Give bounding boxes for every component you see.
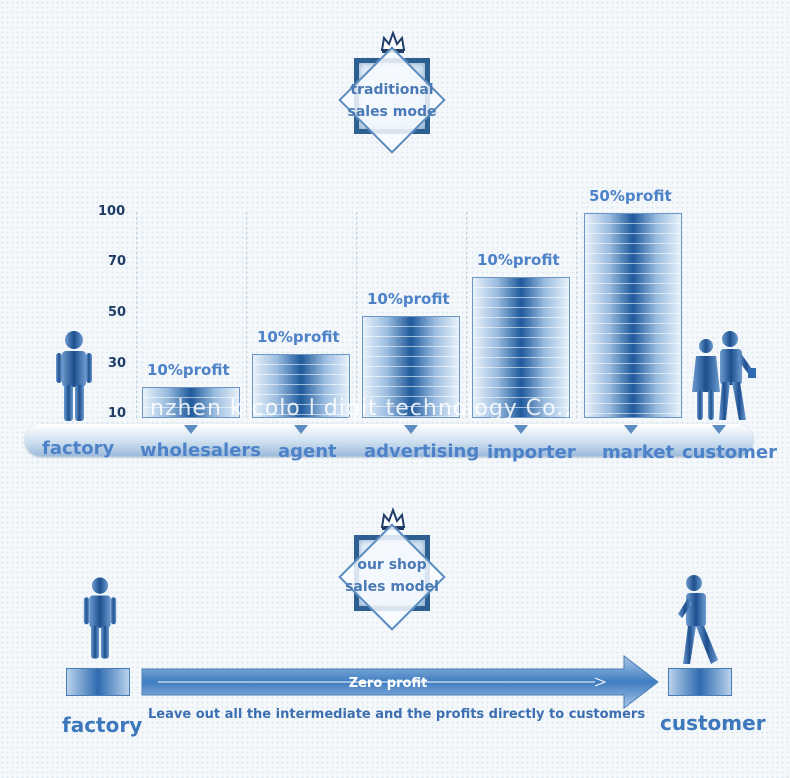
y-tick-50: 50 <box>108 305 127 320</box>
strip-notch <box>624 425 638 434</box>
grid-line <box>576 212 577 418</box>
strip-notch <box>184 425 198 434</box>
profit-bar <box>584 213 682 418</box>
couple-icon <box>692 331 756 420</box>
bottom-factory-label: factory <box>62 713 143 737</box>
bottom-description: Leave out all the intermediate and the p… <box>148 707 646 722</box>
stage-importer: importer <box>487 442 576 463</box>
person-icon <box>83 577 117 659</box>
our-shop-badge: our shop sales model <box>338 507 446 631</box>
y-tick-70: 70 <box>108 254 127 269</box>
grid-line <box>466 212 467 418</box>
strip-notch <box>294 425 308 434</box>
profit-bar <box>252 354 350 418</box>
customer-pedestal <box>668 668 732 696</box>
zero-profit-arrow <box>141 654 659 710</box>
stage-agent: agent <box>278 441 337 462</box>
grid-line <box>356 212 357 418</box>
y-tick-10: 10 <box>108 406 127 421</box>
profit-bar <box>472 276 570 418</box>
badge-line-2: sales mode <box>347 104 437 120</box>
badge-line-2: sales model <box>345 579 439 595</box>
grid-line <box>136 212 137 418</box>
person-icon <box>56 331 92 421</box>
strip-notch <box>712 425 726 434</box>
strip-notch <box>404 425 418 434</box>
zero-profit-label: Zero profit <box>348 676 428 691</box>
profit-label: 10%profit <box>367 289 450 308</box>
stage-wholesalers: wholesalers <box>140 440 262 461</box>
profit-label: 10%profit <box>257 328 340 347</box>
y-tick-100: 100 <box>98 204 126 219</box>
profit-bar <box>142 387 240 418</box>
walking-person-icon <box>678 575 718 664</box>
badge-line-1: our shop <box>357 557 427 573</box>
stage-advertising: advertising <box>364 441 480 462</box>
watermark-text: nzhen k colo l digit technology Co., <box>150 396 573 421</box>
stage-factory: factory <box>42 438 115 459</box>
stage-customer: customer <box>682 442 778 463</box>
profit-label: 50%profit <box>589 187 672 205</box>
traditional-sales-badge: traditional sales mode <box>338 30 446 154</box>
bottom-customer-label: customer <box>660 711 766 735</box>
factory-pedestal <box>66 668 130 696</box>
y-tick-30: 30 <box>108 356 127 371</box>
profit-label: 10%profit <box>147 361 230 380</box>
grid-line <box>246 212 247 418</box>
stage-market: market <box>602 442 675 463</box>
profit-label: 10%profit <box>477 250 560 269</box>
strip-notch <box>514 425 528 434</box>
profit-bar <box>362 315 460 418</box>
badge-line-1: traditional <box>350 82 434 98</box>
